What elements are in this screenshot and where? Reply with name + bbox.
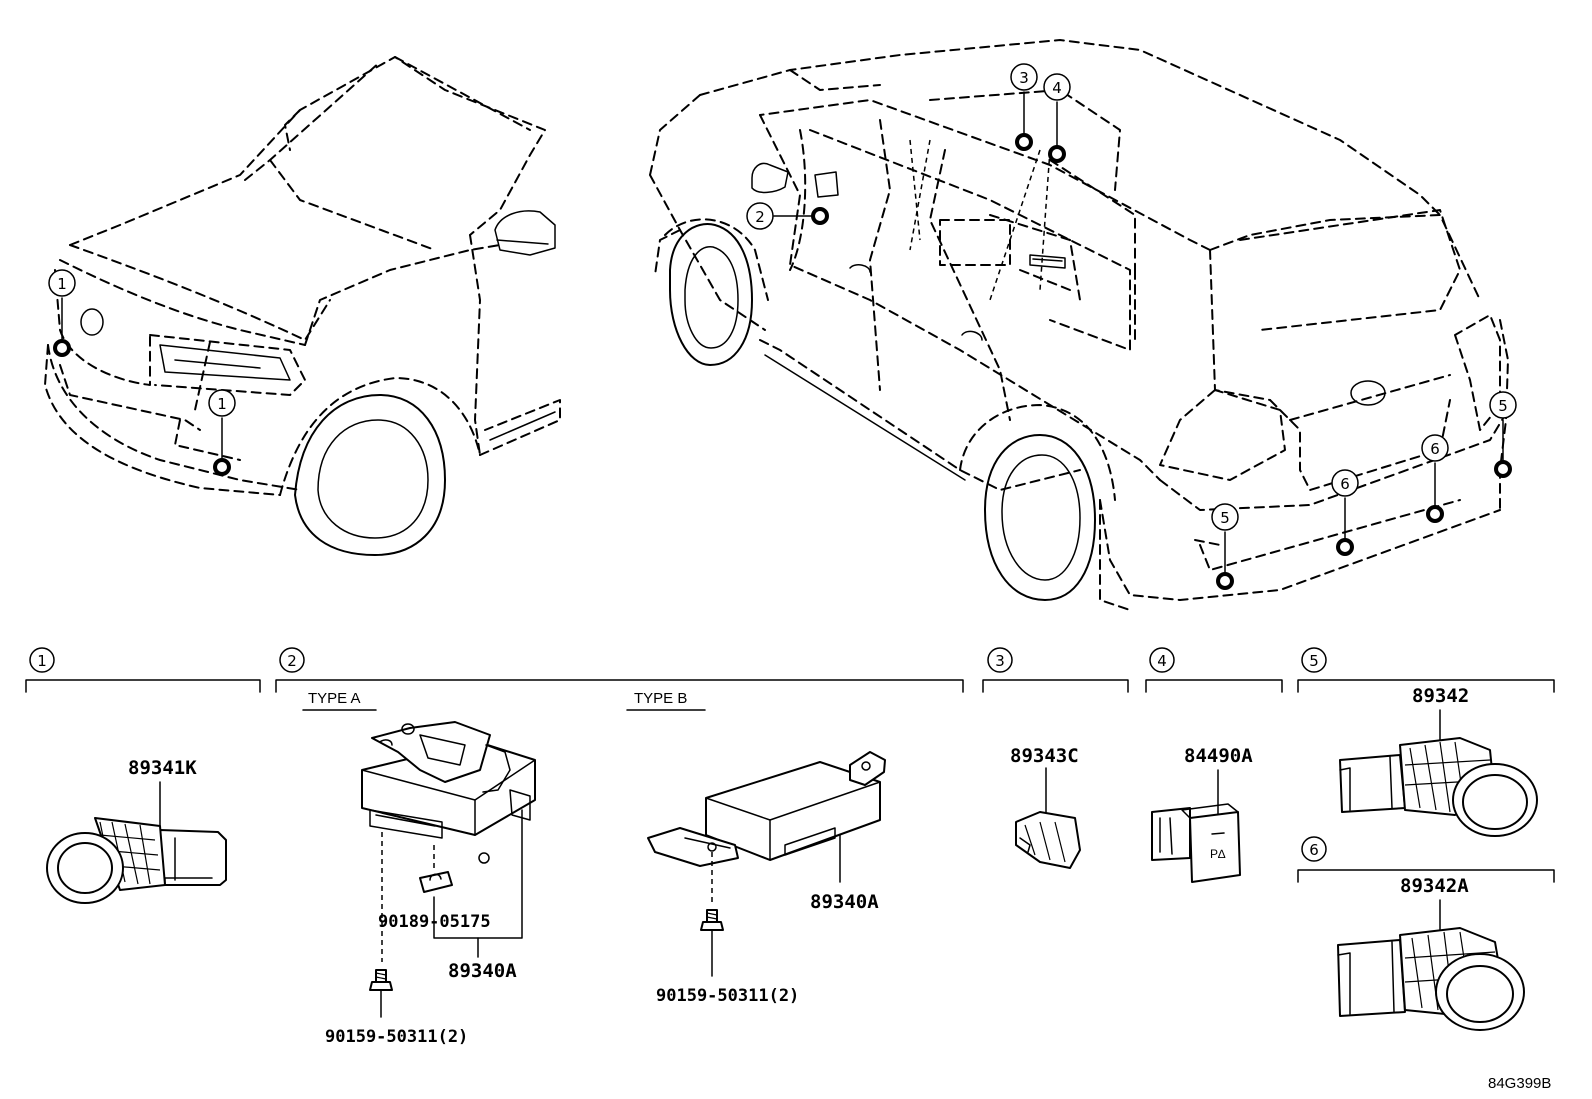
type-a-assembly: TYPE A 90189-05175 89340A 90159-50311( [302, 690, 536, 1047]
svg-text:6: 6 [1309, 841, 1319, 859]
front-vehicle-view [44, 56, 561, 556]
front-sensor-part: 89341K [46, 757, 227, 904]
svg-text:89341K: 89341K [128, 757, 197, 779]
svg-text:1: 1 [57, 275, 67, 293]
svg-text:1: 1 [37, 652, 47, 670]
rear-center-sensor-marker [1426, 505, 1444, 523]
front-sensor-marker [213, 458, 231, 476]
interior-sensor-marker [1015, 133, 1033, 151]
rear-corner-sensor-part: 89342 [1339, 685, 1538, 837]
svg-text:90189-05175: 90189-05175 [378, 912, 491, 932]
callout-rear-center-right: 6 [1421, 434, 1449, 523]
interior-sensor-part: 89343C [1010, 745, 1081, 869]
svg-text:2: 2 [755, 208, 765, 226]
callout-switch: 4 [1043, 73, 1071, 163]
section-3-header: 3 [982, 647, 1129, 693]
rear-vehicle-view [649, 39, 1509, 611]
svg-text:6: 6 [1430, 440, 1440, 458]
svg-text:4: 4 [1052, 79, 1062, 97]
svg-text:1: 1 [217, 395, 227, 413]
rear-corner-sensor-marker [1216, 572, 1234, 590]
callout-rear-corner-right: 5 [1489, 391, 1517, 478]
section-5-header: 5 [1297, 647, 1555, 693]
svg-text:84490A: 84490A [1184, 745, 1253, 767]
section-6-header: 6 [1297, 836, 1555, 883]
rear-center-sensor-part: 89342A [1337, 875, 1525, 1031]
svg-text:5: 5 [1498, 397, 1508, 415]
svg-text:89343C: 89343C [1010, 745, 1079, 767]
svg-text:90159-50311(2): 90159-50311(2) [656, 986, 799, 1006]
type-b-assembly: TYPE B 90159-50311(2) 89340A [626, 690, 886, 1006]
callout-interior-sensor: 3 [1010, 63, 1038, 151]
computer-marker [811, 207, 829, 225]
callout-front-center: 1 [208, 389, 236, 476]
rear-center-sensor-marker [1336, 538, 1354, 556]
svg-text:P∆: P∆ [1210, 847, 1226, 861]
callout-interior-computer: 2 [746, 202, 829, 230]
svg-text:89340A: 89340A [810, 891, 879, 913]
svg-text:89342A: 89342A [1400, 875, 1469, 897]
svg-text:90159-50311(2): 90159-50311(2) [325, 1027, 468, 1047]
svg-text:TYPE B: TYPE B [634, 690, 687, 707]
svg-text:5: 5 [1309, 652, 1319, 670]
svg-text:2: 2 [287, 652, 297, 670]
svg-text:89342: 89342 [1412, 685, 1469, 707]
callout-rear-center-left: 6 [1331, 469, 1359, 556]
svg-text:89340A: 89340A [448, 960, 517, 982]
rear-corner-sensor-marker [1494, 460, 1512, 478]
callout-rear-corner-left: 5 [1211, 503, 1239, 590]
svg-text:3: 3 [995, 652, 1005, 670]
section-2-header: 2 [275, 647, 964, 693]
svg-text:3: 3 [1019, 69, 1029, 87]
callout-front-left: 1 [48, 269, 76, 357]
section-4-header: 4 [1145, 647, 1283, 693]
svg-text:TYPE A: TYPE A [308, 690, 361, 707]
svg-text:4: 4 [1157, 652, 1167, 670]
diagram-code: 84G399B [1488, 1075, 1551, 1092]
switch-marker [1048, 145, 1066, 163]
svg-text:5: 5 [1220, 509, 1230, 527]
section-1-header: 1 [25, 647, 261, 693]
switch-part: 84490A P∆ [1151, 745, 1253, 883]
front-sensor-marker [53, 339, 71, 357]
svg-text:6: 6 [1340, 475, 1350, 493]
